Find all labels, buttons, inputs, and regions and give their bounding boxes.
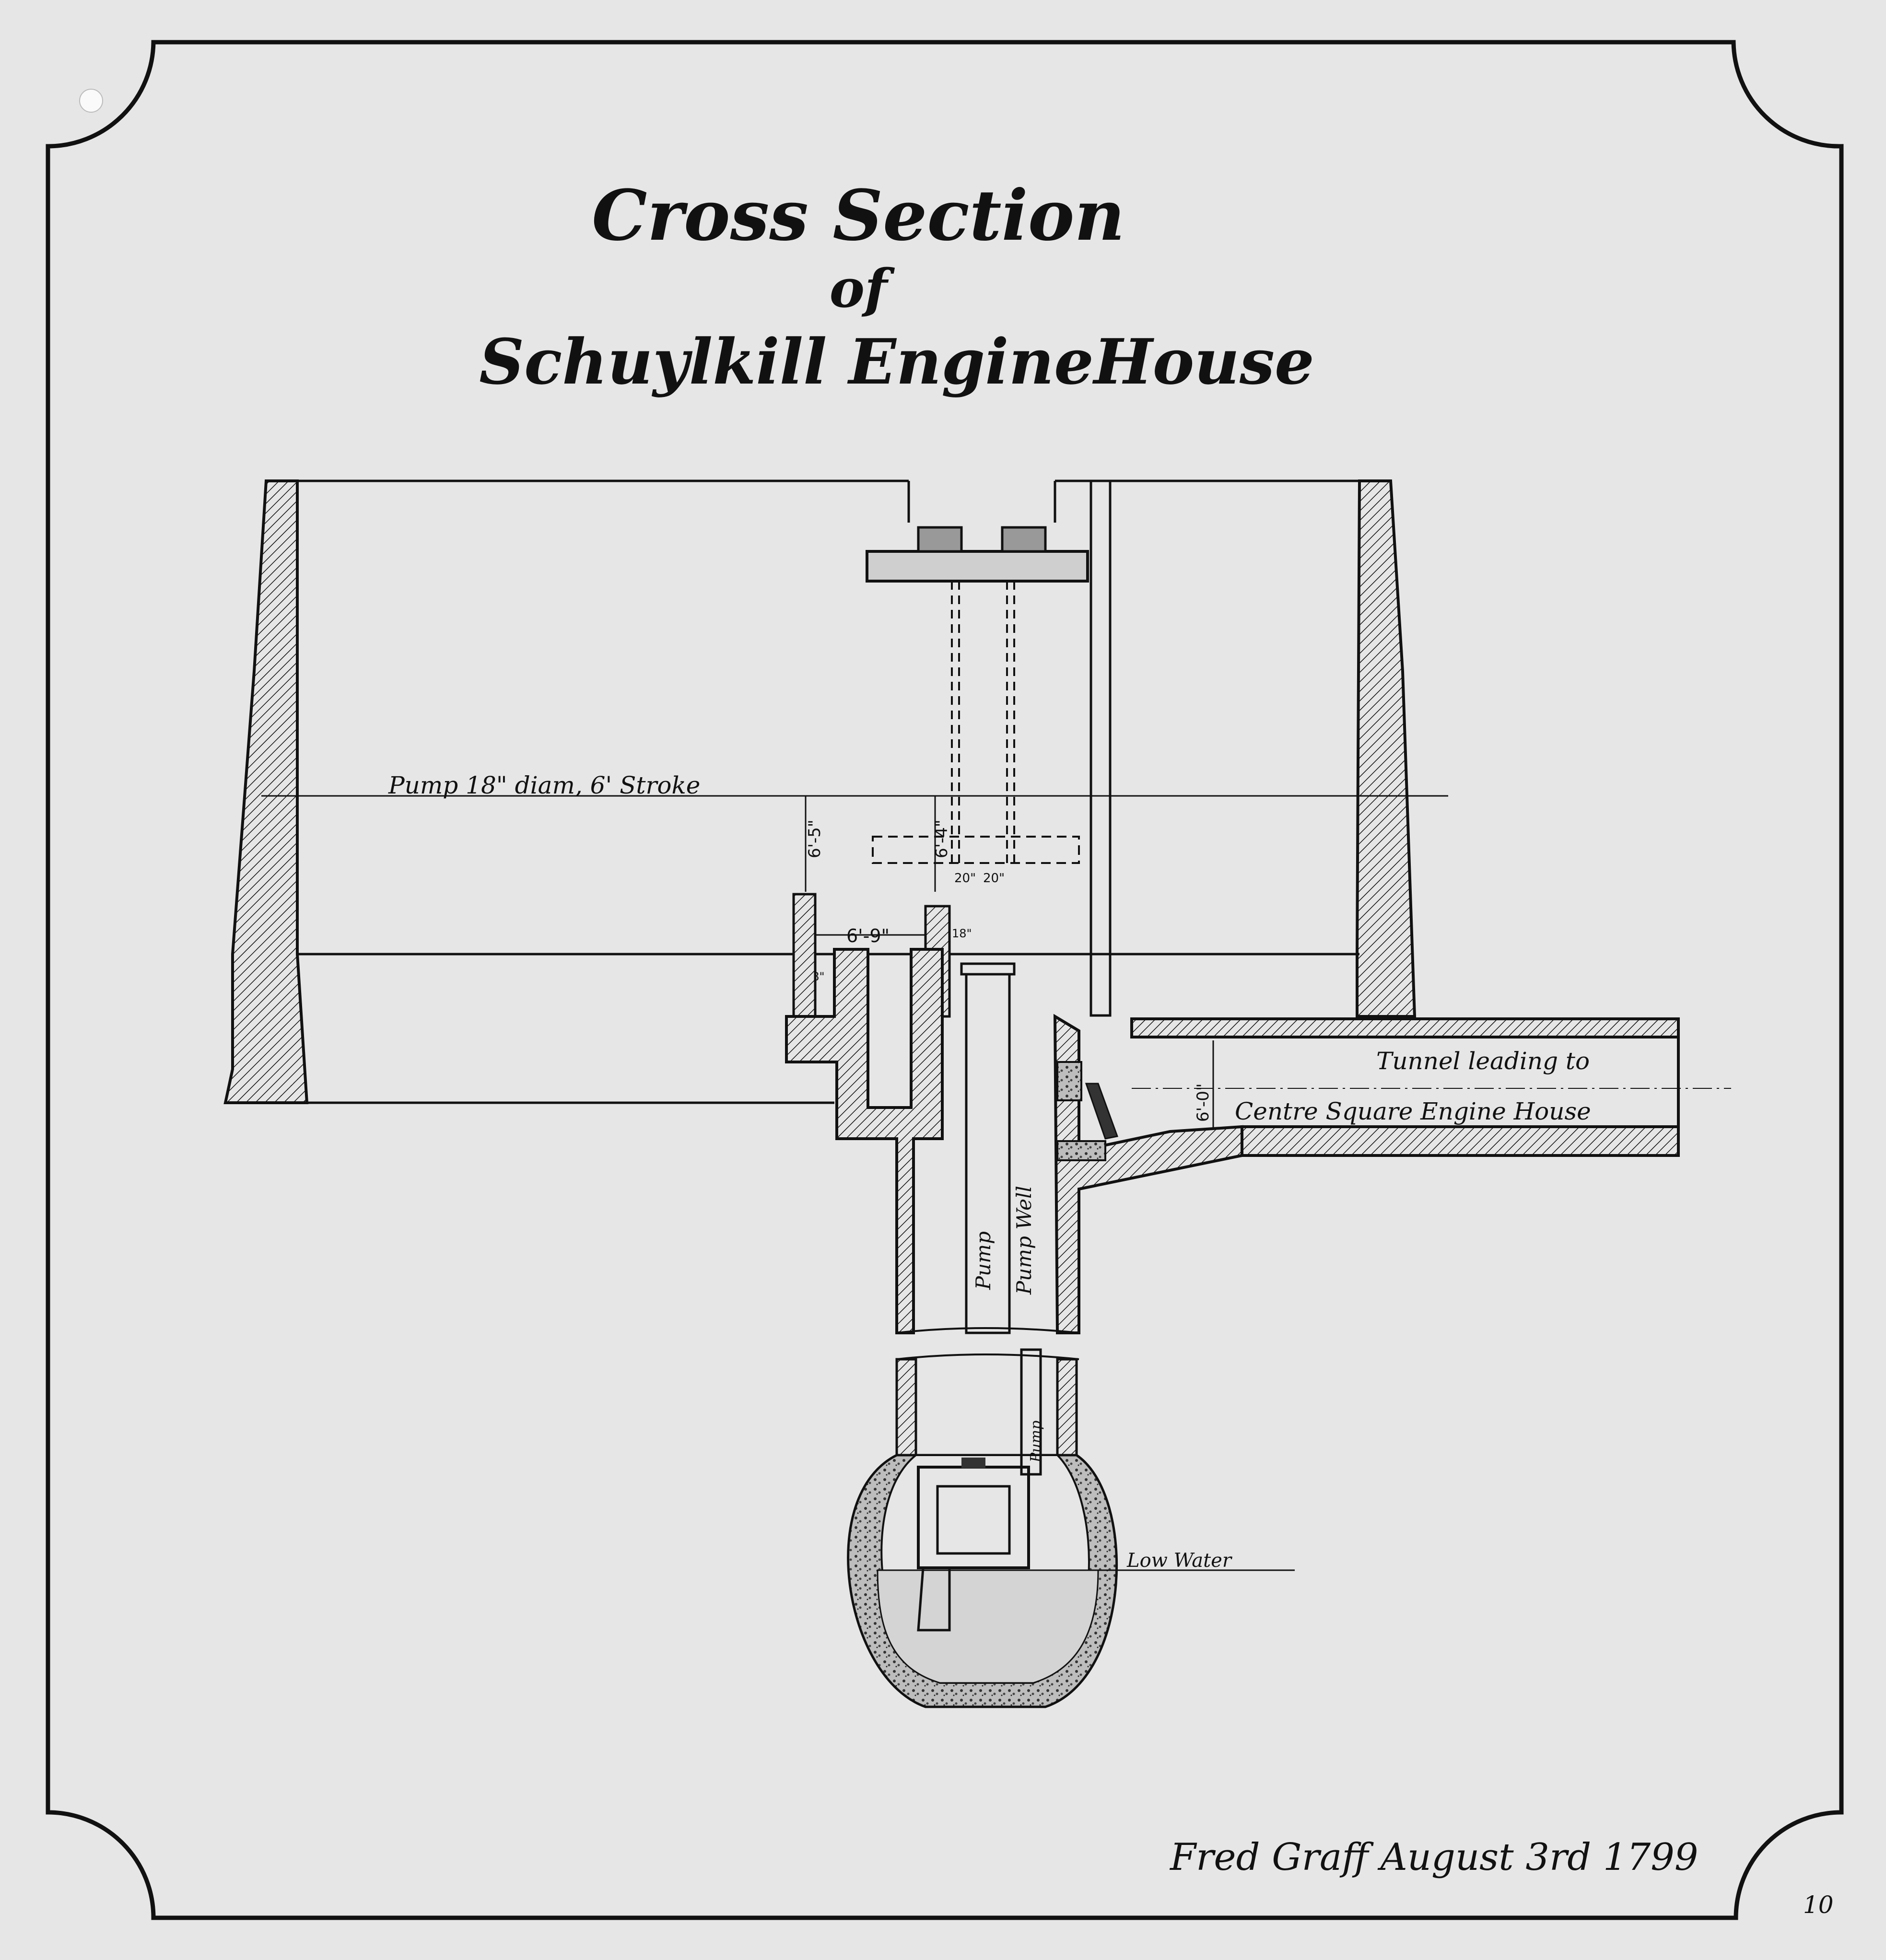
pump-label: Pump bbox=[972, 1231, 995, 1290]
lower-pump-label: Pump bbox=[1028, 1421, 1044, 1463]
suction-pipe bbox=[917, 1566, 951, 1632]
rubble-block-1 bbox=[1056, 1061, 1082, 1101]
dim-beam-left: 20" bbox=[954, 871, 976, 886]
vertical-post bbox=[1089, 479, 1112, 1017]
pump-head bbox=[961, 1458, 985, 1468]
rubble-block-2 bbox=[1056, 1140, 1106, 1161]
lower-well-left-wall bbox=[895, 1358, 917, 1457]
pump-spec-label: Pump 18" diam, 6' Stroke bbox=[388, 771, 700, 799]
tunnel-ceiling bbox=[1130, 1017, 1680, 1038]
title-line-3: Schuylkill EngineHouse bbox=[479, 325, 1314, 398]
break-line-top bbox=[896, 1327, 1079, 1334]
border-frame bbox=[46, 40, 1844, 1920]
left-outer-wall bbox=[223, 479, 309, 1104]
low-water-area bbox=[877, 1569, 1099, 1684]
corner-mark: 10 bbox=[1803, 1891, 1834, 1919]
dim-height-left: 6'-5" bbox=[805, 819, 824, 858]
pump-well-label: Pump Well bbox=[1012, 1186, 1036, 1295]
title-line-1: Cross Section bbox=[592, 175, 1125, 257]
dashed-beam bbox=[872, 836, 1080, 864]
lower-well-right-wall bbox=[1056, 1358, 1078, 1457]
inner-wall-left bbox=[792, 893, 817, 1018]
pump-rods bbox=[951, 581, 1015, 863]
lower-pump-pipe bbox=[1020, 1348, 1042, 1476]
dim-height-right: 6'-4" bbox=[932, 819, 951, 858]
signature: Fred Graff August 3rd 1799 bbox=[1169, 1836, 1698, 1879]
dim-wall-right: 18" bbox=[952, 927, 972, 940]
dim-width-between: 6'-9" bbox=[846, 925, 890, 946]
dimension-markers bbox=[805, 796, 1214, 1141]
pump-well-left-structure bbox=[785, 948, 944, 1334]
valve-fitting bbox=[1085, 1083, 1119, 1140]
break-line-bottom bbox=[896, 1353, 1079, 1360]
bearing-right bbox=[1001, 526, 1047, 553]
right-outer-wall bbox=[1356, 479, 1417, 1018]
title-line-2: of bbox=[830, 257, 895, 319]
dim-beam-right: 20" bbox=[983, 871, 1005, 886]
punch-hole bbox=[79, 89, 103, 113]
tunnel-floor bbox=[1241, 1125, 1680, 1157]
tunnel-label-2: Centre Square Engine House bbox=[1235, 1097, 1591, 1125]
tunnel-label-1: Tunnel leading to bbox=[1376, 1047, 1590, 1075]
top-beam bbox=[866, 550, 1089, 583]
low-water-label: Low Water bbox=[1126, 1550, 1233, 1572]
dim-tunnel-height: 6'-0" bbox=[1194, 1083, 1213, 1122]
pump-barrel-inner bbox=[936, 1485, 1011, 1555]
bearing-left bbox=[917, 526, 963, 553]
pump-pipe-cap bbox=[960, 962, 1016, 976]
